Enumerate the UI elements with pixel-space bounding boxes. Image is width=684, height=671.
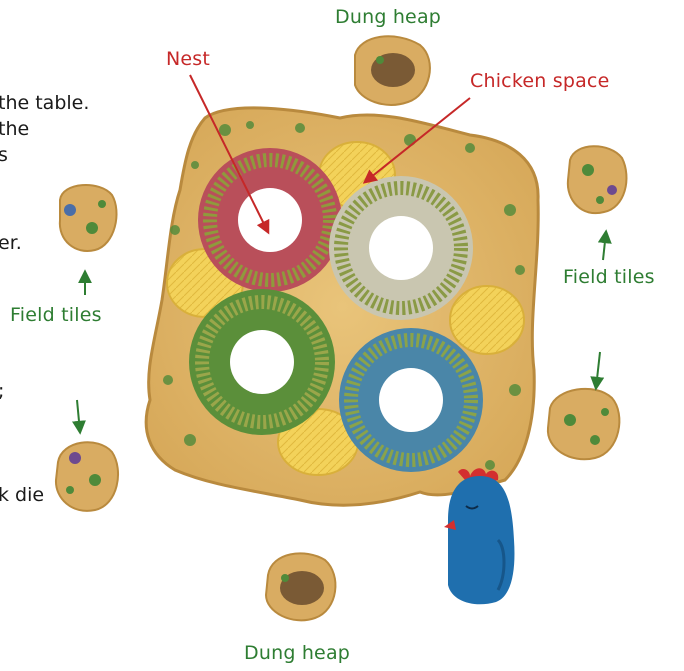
nest-white xyxy=(329,176,473,320)
chicken-space xyxy=(450,286,524,354)
dung-heap-top xyxy=(355,36,430,105)
field-tiles-right-up-arrow xyxy=(603,232,606,260)
nest-red xyxy=(198,148,342,292)
nest-label: Nest xyxy=(166,48,210,70)
field-tile xyxy=(548,389,620,459)
field-tile xyxy=(568,146,627,213)
field-tiles-left-label: Field tiles xyxy=(10,304,102,326)
field-tile xyxy=(56,442,118,511)
field-tiles-left-down-arrow xyxy=(77,400,80,432)
dung-heap-bottom xyxy=(266,553,335,620)
dung-heap-top-label: Dung heap xyxy=(335,6,441,28)
dung-heap-bottom-label: Dung heap xyxy=(244,642,350,664)
field-tile xyxy=(60,185,117,251)
chicken-space-label: Chicken space xyxy=(470,70,609,92)
field-tiles-right-down-arrow xyxy=(596,352,600,388)
field-tiles-right-label: Field tiles xyxy=(563,266,655,288)
nest-blue xyxy=(339,328,483,472)
nest-green xyxy=(189,289,335,435)
